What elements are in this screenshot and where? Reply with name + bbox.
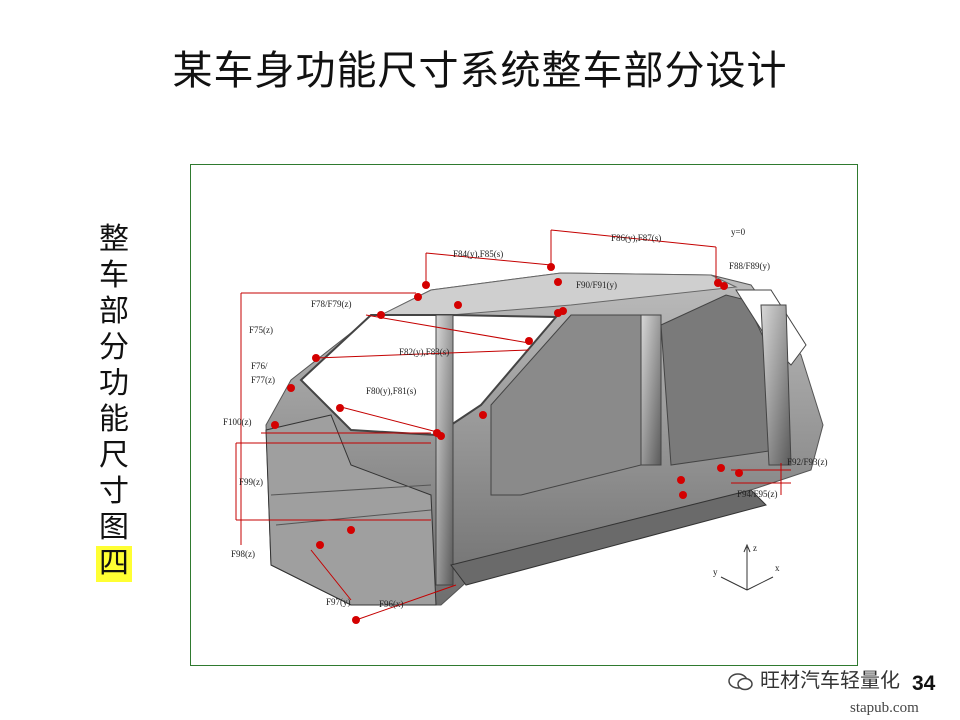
dimension-lines <box>235 229 791 621</box>
label-f92: F92/F93(z) <box>787 457 828 467</box>
side-title-char: 图 <box>99 510 129 545</box>
side-title: 整 车 部 分 功 能 尺 寸 图 四 <box>96 222 132 582</box>
page-number: 34 <box>912 672 936 695</box>
car-body-shape <box>265 272 824 606</box>
side-title-highlight: 四 <box>96 546 132 582</box>
body-in-white-drawing: y=0 F86(y),F87(s) F84(y),F85(s) F88/F89(… <box>223 227 828 624</box>
label-f94: F94/F95(z) <box>737 489 778 499</box>
side-title-char: 能 <box>99 402 129 437</box>
side-title-char: 部 <box>99 294 129 329</box>
axis-x-label: x <box>775 563 780 573</box>
site-url: stapub.com <box>850 700 919 716</box>
measurement-points <box>271 263 743 624</box>
label-f84: F84(y),F85(s) <box>453 249 503 259</box>
side-title-char: 功 <box>99 366 129 401</box>
label-f78: F78/F79(z) <box>311 299 352 309</box>
axis-y-label: y <box>713 567 718 577</box>
label-f86: F86(y),F87(s) <box>611 233 661 243</box>
side-title-char: 分 <box>99 330 129 365</box>
label-f76b: F77(z) <box>251 375 275 385</box>
car-body-diagram: y=0 F86(y),F87(s) F84(y),F85(s) F88/F89(… <box>190 164 858 666</box>
label-f98: F98(z) <box>231 549 255 559</box>
side-title-char: 整 <box>99 222 129 257</box>
label-y0: y=0 <box>731 227 746 237</box>
wechat-icon <box>728 672 753 690</box>
side-title-char: 尺 <box>99 438 129 473</box>
axis-z-label: z <box>753 543 757 553</box>
label-f96: F96(x) <box>379 599 404 609</box>
label-f76a: F76/ <box>251 361 268 371</box>
watermark-text: 旺材汽车轻量化 <box>760 668 900 692</box>
label-f100: F100(z) <box>223 417 252 427</box>
label-f82: F82(y),F83(s) <box>399 347 449 357</box>
axis-triad <box>720 543 774 591</box>
label-f88: F88/F89(y) <box>729 261 770 271</box>
label-f80: F80(y),F81(s) <box>366 386 416 396</box>
label-f99: F99(z) <box>239 477 263 487</box>
label-f97: F97(y) <box>326 597 351 607</box>
label-f75: F75(z) <box>249 325 273 335</box>
side-title-char: 车 <box>99 258 129 293</box>
watermark: 旺材汽车轻量化 <box>728 664 900 693</box>
label-f90: F90/F91(y) <box>576 280 617 290</box>
slide-title: 某车身功能尺寸系统整车部分设计 <box>172 48 788 94</box>
side-title-char: 寸 <box>99 474 129 509</box>
